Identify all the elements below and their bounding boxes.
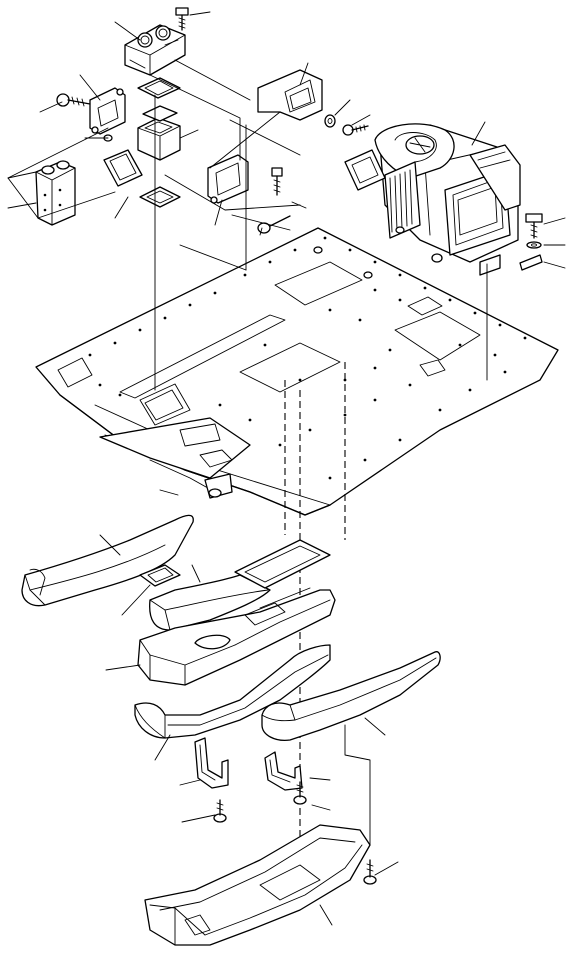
right-clamp-bracket	[264, 751, 303, 791]
lower-center-duct	[137, 587, 336, 686]
left-clamp-bracket	[194, 737, 229, 789]
right-floor-duct	[261, 651, 441, 741]
top-bolt	[175, 7, 189, 31]
left-upper-bracket	[89, 87, 126, 135]
tray-bolt	[363, 859, 377, 885]
floor-plate	[35, 227, 559, 516]
square-gasket-lower	[139, 186, 181, 208]
square-gasket-upper	[137, 77, 181, 99]
rectangular-gasket-left	[103, 149, 143, 187]
center-upper-bracket	[257, 69, 323, 121]
callout-leaders	[7, 11, 566, 269]
bottom-cover-tray	[144, 824, 371, 946]
washer-center	[324, 114, 336, 128]
center-bracket	[207, 154, 249, 204]
floor-plate-holes	[88, 236, 527, 480]
bolt-center-right	[342, 124, 369, 136]
small-square-gasket	[139, 564, 181, 587]
callout-leaders-lower	[99, 489, 399, 926]
right-bolt-washer-set	[519, 213, 543, 271]
assembly-lines-upper	[7, 59, 488, 391]
dashed-center-lines	[284, 362, 346, 890]
hvac-heater-unit	[344, 123, 521, 276]
center-floor-duct	[149, 574, 271, 631]
top-duct-box	[124, 24, 186, 76]
left-bottom-duct	[134, 644, 331, 739]
large-rectangular-gasket	[234, 539, 331, 589]
lower-bolts	[213, 781, 307, 823]
left-side-duct-block	[35, 160, 76, 226]
left-floor-duct	[21, 514, 194, 607]
square-duct-adapter	[137, 105, 181, 161]
